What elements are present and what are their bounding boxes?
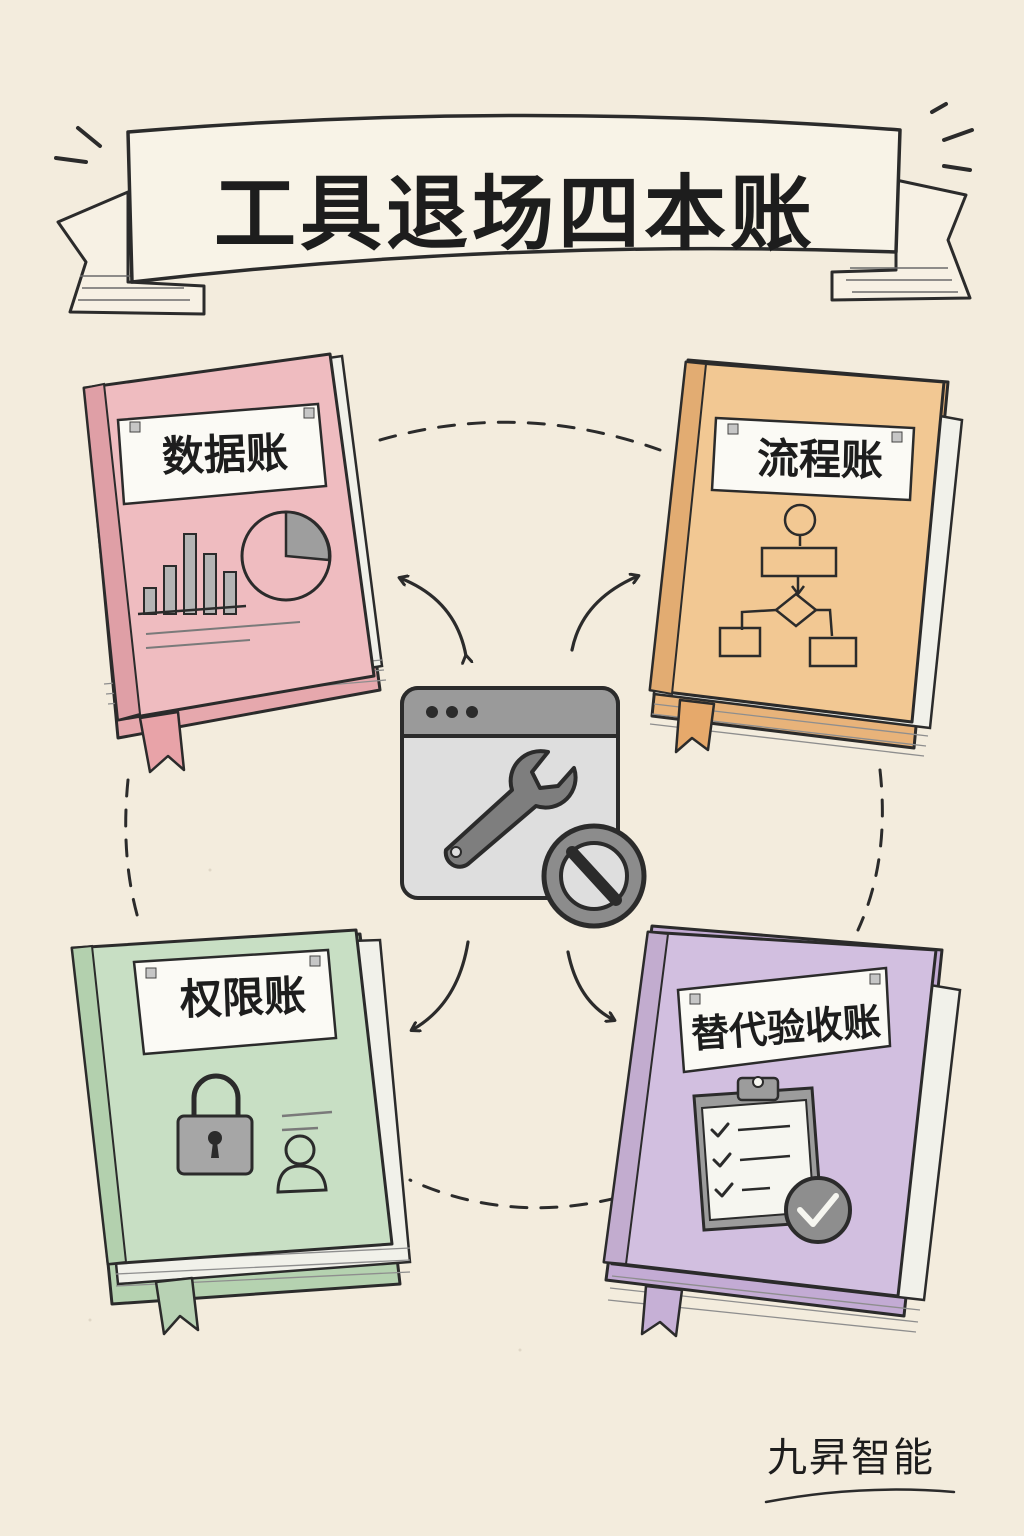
check-circle-icon bbox=[784, 1176, 852, 1244]
ledger-label-permission: 权限账 bbox=[179, 970, 307, 1025]
wrench-icon bbox=[443, 749, 578, 869]
bar-chart-icon bbox=[137, 533, 301, 649]
arrow-to-permission bbox=[412, 940, 470, 1030]
brand-underline bbox=[764, 1488, 956, 1504]
bookmark bbox=[674, 698, 716, 754]
arrow-to-process bbox=[570, 576, 638, 652]
label-plate bbox=[676, 966, 892, 1074]
emphasis-strokes bbox=[54, 102, 974, 172]
ledger-process-book bbox=[648, 358, 964, 757]
user-icon bbox=[276, 1110, 333, 1194]
bookmark bbox=[154, 1276, 200, 1336]
lock-icon bbox=[176, 1073, 254, 1176]
arrow-to-acceptance bbox=[566, 950, 614, 1020]
label-plate bbox=[116, 402, 328, 506]
bookmark bbox=[640, 1284, 684, 1338]
ledger-label-process: 流程账 bbox=[756, 433, 884, 486]
page-title: 工具退场四本账 bbox=[213, 167, 816, 262]
bookmark bbox=[138, 710, 186, 774]
ledger-label-data: 数据账 bbox=[161, 427, 289, 482]
pie-chart-icon bbox=[240, 510, 332, 602]
label-plate bbox=[710, 416, 916, 502]
brand-signature: 九昇智能 bbox=[767, 1435, 935, 1481]
title-banner bbox=[54, 102, 974, 316]
flowchart-icon bbox=[718, 503, 858, 668]
ledger-permission-book bbox=[70, 928, 412, 1336]
label-plate bbox=[132, 948, 338, 1056]
prohibited-icon bbox=[541, 823, 647, 929]
arrow-to-data bbox=[400, 578, 466, 656]
ledger-data-book bbox=[82, 352, 387, 774]
arrows bbox=[400, 576, 638, 1030]
